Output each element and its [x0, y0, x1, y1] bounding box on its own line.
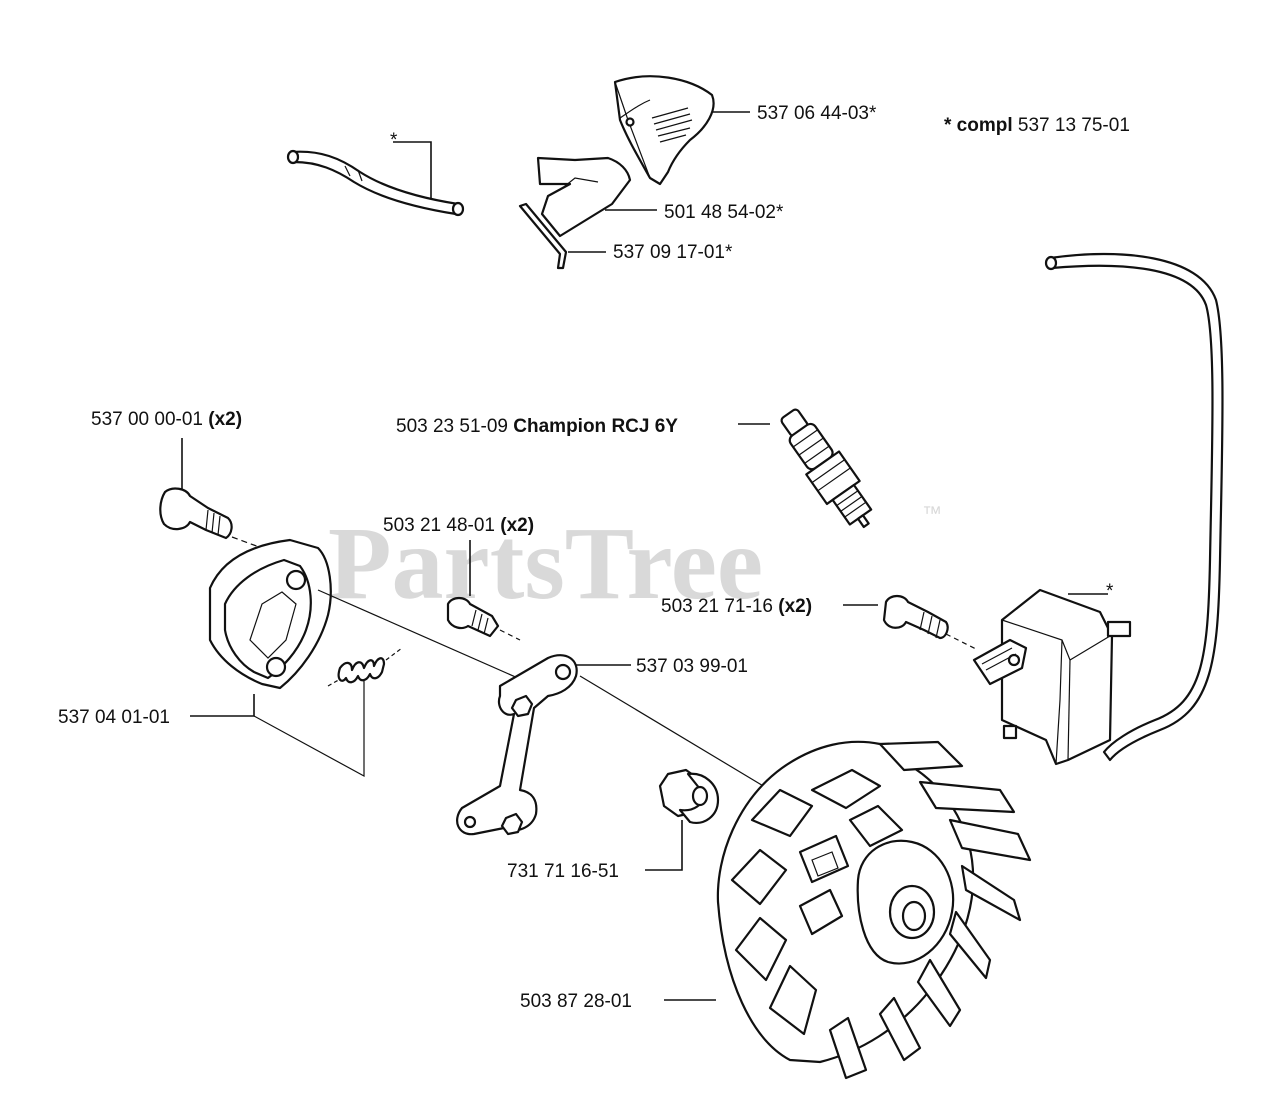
axis-flywheel	[579, 675, 771, 791]
leader-clutch-shoe	[190, 694, 255, 717]
watermark-brand: PartsTree	[328, 506, 763, 621]
spark-plug[interactable]	[772, 402, 883, 536]
leader-tube	[393, 141, 432, 198]
ignition-lead[interactable]	[1048, 252, 1224, 762]
spring-clip[interactable]	[518, 202, 568, 270]
lever[interactable]	[456, 654, 578, 836]
kit-note: * compl 537 13 75-01	[944, 115, 1130, 136]
label-spark-plug: 503 23 51-09 Champion RCJ 6Y	[396, 416, 678, 437]
axis-bolt	[231, 536, 263, 549]
label-lever: 537 03 99-01	[636, 656, 748, 677]
clutch-shoe[interactable]	[208, 538, 332, 690]
shoulder-bolt[interactable]	[159, 487, 233, 540]
label-module-screw: 503 21 71-16 (x2)	[661, 596, 812, 617]
watermark-trademark: ™	[922, 503, 942, 525]
label-screw: 503 21 48-01 (x2)	[383, 515, 534, 536]
axis-screw	[499, 629, 521, 641]
label-flywheel: 503 87 28-01	[520, 991, 632, 1012]
label-module-asterisk: *	[1106, 581, 1114, 602]
label-nut: 731 71 16-51	[507, 861, 619, 882]
flywheel-nut[interactable]	[658, 768, 720, 824]
ignition-module[interactable]	[972, 588, 1132, 766]
module-screw[interactable]	[882, 594, 949, 640]
label-spark-plug-cover: 537 06 44-03*	[757, 103, 877, 124]
countersunk-screw[interactable]	[446, 596, 500, 638]
leader-nut	[645, 820, 683, 871]
label-tube-asterisk: *	[390, 130, 398, 151]
label-shoulder-bolt: 537 00 00-01 (x2)	[91, 409, 242, 430]
label-spring-clip: 537 09 17-01*	[613, 242, 733, 263]
label-boot-insert: 501 48 54-02*	[664, 202, 784, 223]
label-clutch-shoe: 537 04 01-01	[58, 707, 170, 728]
flywheel[interactable]	[716, 740, 1032, 1080]
boot-insert[interactable]	[536, 156, 632, 238]
clutch-spring[interactable]	[327, 647, 403, 687]
small-tube[interactable]	[286, 149, 465, 217]
axis-main	[317, 589, 546, 691]
axis-module-screw	[945, 633, 979, 651]
ignition-lead-end	[1044, 255, 1058, 271]
spark-plug-cover[interactable]	[613, 75, 715, 186]
leader-clutch-spring	[253, 676, 365, 778]
